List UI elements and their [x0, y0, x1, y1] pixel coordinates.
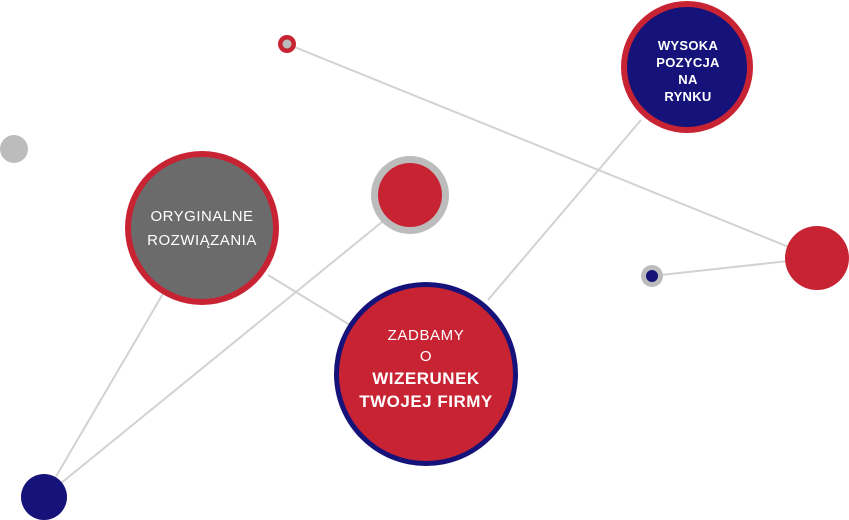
image-line-1: ZADBAMY [388, 327, 465, 344]
original-line-1: ORYGINALNE [150, 208, 253, 225]
image-line-2: O [420, 348, 432, 365]
market-line-4: RYNKU [664, 89, 711, 104]
navy-dot-node-bottom [21, 474, 67, 520]
small-navy-ring-node [641, 265, 663, 287]
connector-lines [43, 43, 817, 498]
connector-gray-red-to-navy-dot [43, 221, 383, 498]
brand-image-node: ZADBAMY O WIZERUNEK TWOJEJ FIRMY [334, 282, 518, 466]
red-dot-node-right [785, 226, 849, 290]
connector-original-to-image [267, 274, 351, 326]
connector-original-to-navy-dot [43, 291, 165, 498]
image-line-3: WIZERUNEK [372, 369, 480, 388]
connector-small-red-to-big-red [286, 43, 817, 259]
market-position-node: WYSOKA POZYCJA NA RYNKU [621, 1, 753, 133]
market-line-3: NA [678, 72, 698, 87]
red-gray-ring-node [371, 156, 449, 234]
original-line-2: ROZWIĄZANIA [147, 232, 257, 249]
gray-dot-node [0, 135, 28, 163]
small-red-ring-node [278, 35, 296, 53]
connector-market-to-image [487, 119, 642, 301]
market-line-2: POZYCJA [656, 55, 720, 70]
image-line-4: TWOJEJ FIRMY [359, 392, 493, 411]
original-solutions-node: ORYGINALNE ROZWIĄZANIA [125, 151, 279, 305]
market-line-1: WYSOKA [658, 38, 719, 53]
